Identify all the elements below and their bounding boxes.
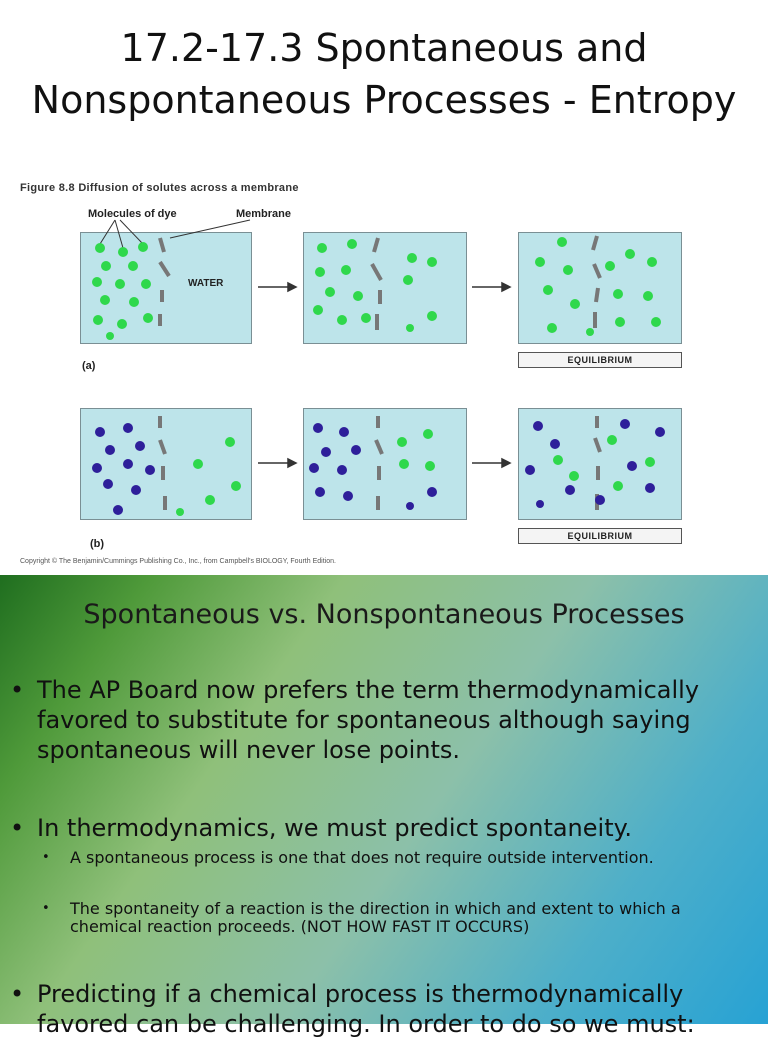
bullet-3-text: Predicting if a chemical process is ther…: [37, 980, 695, 1038]
slide-1-title-line-2: Nonspontaneous Processes - Entropy: [31, 78, 737, 122]
slide-1: 17.2-17.3 Spontaneous and Nonspontaneous…: [0, 22, 768, 575]
equilibrium-label-b: EQUILIBRIUM: [518, 528, 682, 544]
water-label: WATER: [188, 278, 224, 289]
bullet-glyph: •: [42, 850, 50, 865]
label-a: (a): [82, 360, 96, 372]
diffusion-figure: Figure 8.8 Diffusion of solutes across a…: [0, 170, 768, 575]
figure-graphics: [92, 219, 665, 516]
arrows: [258, 281, 512, 469]
molecules-of-dye-label: Molecules of dye: [88, 208, 177, 220]
bullet-glyph: •: [42, 901, 50, 916]
bullet-1-text: The AP Board now prefers the term thermo…: [37, 676, 700, 764]
sub-bullet-2-2-text: The spontaneity of a reaction is the dir…: [70, 899, 681, 936]
green-dye-molecules-a: [92, 237, 661, 340]
bullet-3: • Predicting if a chemical process is th…: [10, 979, 760, 1039]
bullet-1: • The AP Board now prefers the term ther…: [10, 675, 760, 765]
bullet-2: • In thermodynamics, we must predict spo…: [10, 813, 760, 843]
sub-bullet-2-2: • The spontaneity of a reaction is the d…: [42, 900, 742, 936]
panel-b2: [303, 408, 467, 520]
panel-a1: [80, 232, 252, 344]
sub-bullet-2-1-text: A spontaneous process is one that does n…: [70, 848, 654, 867]
bullet-glyph: •: [10, 980, 25, 1008]
slide-1-title: 17.2-17.3 Spontaneous and Nonspontaneous…: [0, 22, 768, 126]
bullet-2-text: In thermodynamics, we must predict spont…: [37, 814, 633, 842]
membrane-label: Membrane: [236, 208, 292, 220]
green-dye-molecules-b: [176, 429, 655, 516]
label-b: (b): [90, 538, 105, 550]
slide-2: Spontaneous vs. Nonspontaneous Processes…: [0, 575, 768, 1038]
bullet-glyph: •: [10, 814, 25, 842]
slide-1-title-line-1: 17.2-17.3 Spontaneous and: [120, 26, 648, 70]
slide-2-title: Spontaneous vs. Nonspontaneous Processes: [83, 599, 685, 630]
equilibrium-label-a: EQUILIBRIUM: [518, 352, 682, 368]
sub-bullet-2-1: • A spontaneous process is one that does…: [42, 849, 742, 867]
figure-caption: Figure 8.8 Diffusion of solutes across a…: [20, 182, 299, 194]
label-pointers: [99, 219, 251, 249]
figure-copyright: Copyright © The Benjamin/Cummings Publis…: [20, 558, 336, 565]
bullet-glyph: •: [10, 676, 25, 704]
blue-solute-molecules-b: [92, 419, 665, 515]
